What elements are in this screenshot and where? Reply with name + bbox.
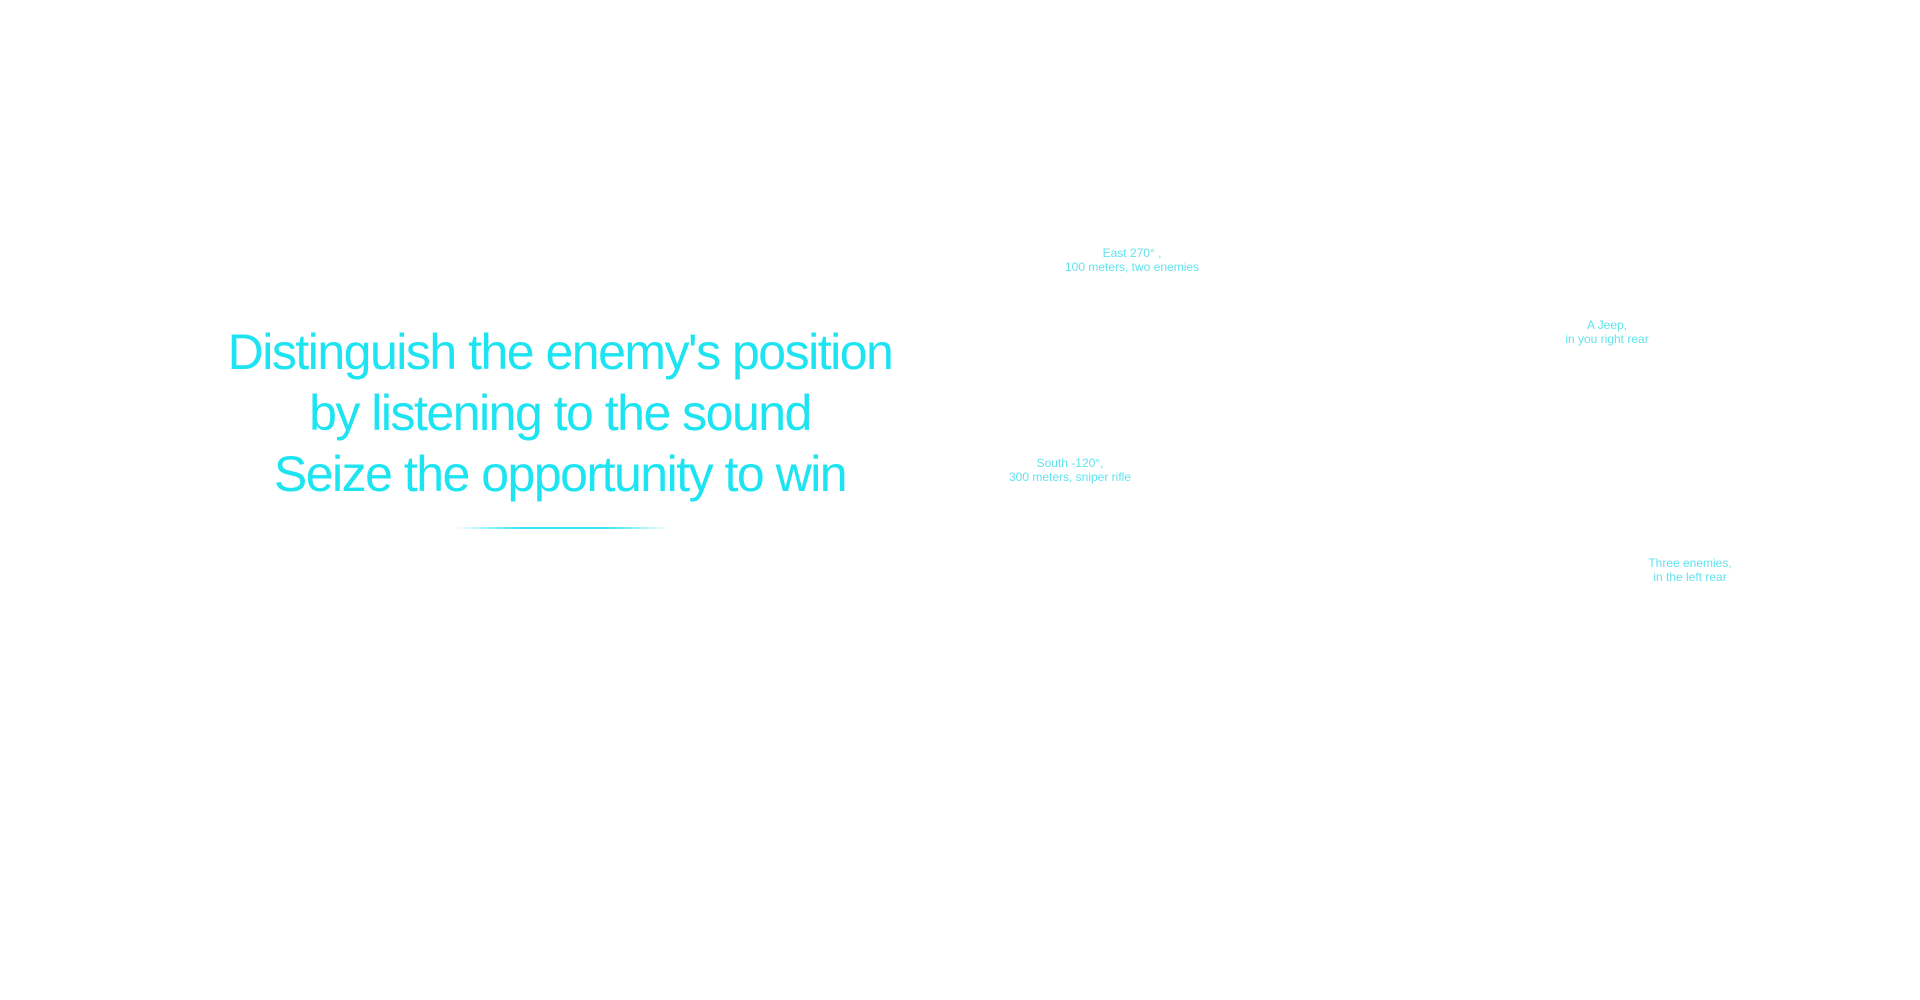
- callout-line: Three enemies,: [1648, 556, 1732, 570]
- callout-jeep: A Jeep, in you right rear: [1565, 318, 1648, 346]
- callout-line: A Jeep,: [1586, 318, 1628, 332]
- callout-east-enemies: East 270° , 100 meters, two enemies: [1065, 246, 1199, 274]
- headline-line-3: Seize the opportunity to win: [273, 446, 848, 502]
- callout-line: East 270° ,: [1102, 246, 1162, 260]
- callout-south-sniper: South -120°, 300 meters, sniper rifle: [1009, 456, 1131, 484]
- callout-line: in you right rear: [1565, 332, 1649, 346]
- callout-three-enemies: Three enemies, in the left rear: [1648, 556, 1731, 584]
- callout-line: in the left rear: [1653, 570, 1727, 584]
- callout-line: South -120°,: [1036, 456, 1104, 470]
- callout-line: 300 meters, sniper rifle: [1008, 470, 1132, 484]
- callout-line: 100 meters, two enemies: [1064, 260, 1200, 274]
- headline-line-1: Distinguish the enemy's position: [227, 324, 894, 380]
- headline-line-2: by listening to the sound: [309, 385, 812, 441]
- headline-divider: [455, 527, 670, 529]
- headline: Distinguish the enemy's position by list…: [210, 322, 910, 505]
